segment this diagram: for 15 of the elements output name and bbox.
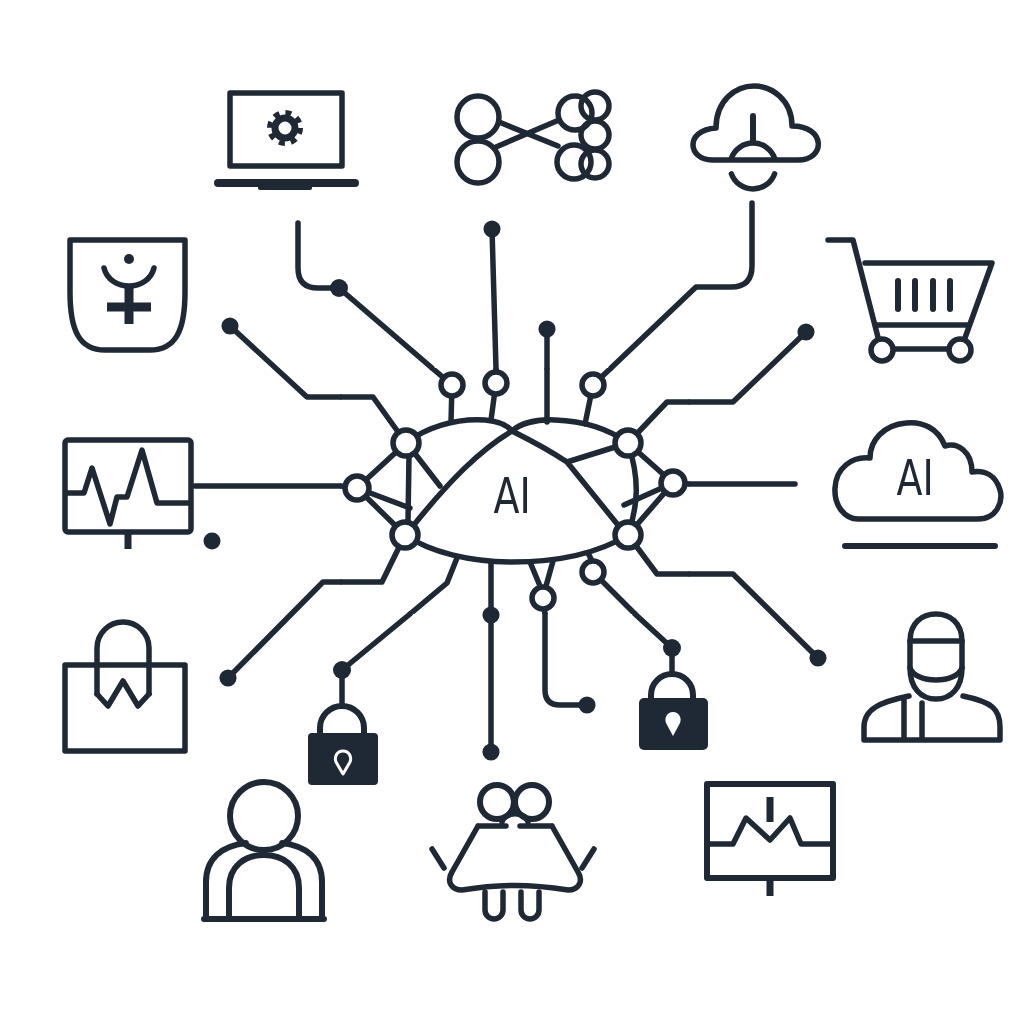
circuit-line (339, 611, 413, 706)
circuit-line (538, 320, 556, 371)
circuit-line (687, 571, 827, 667)
circuit-line (295, 220, 435, 371)
circuit-line (608, 200, 755, 371)
circuit-line (221, 317, 343, 400)
circuit-line (687, 481, 798, 487)
circuit-line (632, 611, 675, 674)
circuit-line (219, 579, 343, 687)
circuit-line (483, 220, 501, 371)
circuit-line (192, 483, 343, 489)
circuit-line (482, 606, 500, 761)
circuit-line (542, 611, 596, 714)
circuit-line (687, 323, 815, 405)
node-label: AI (896, 453, 934, 503)
